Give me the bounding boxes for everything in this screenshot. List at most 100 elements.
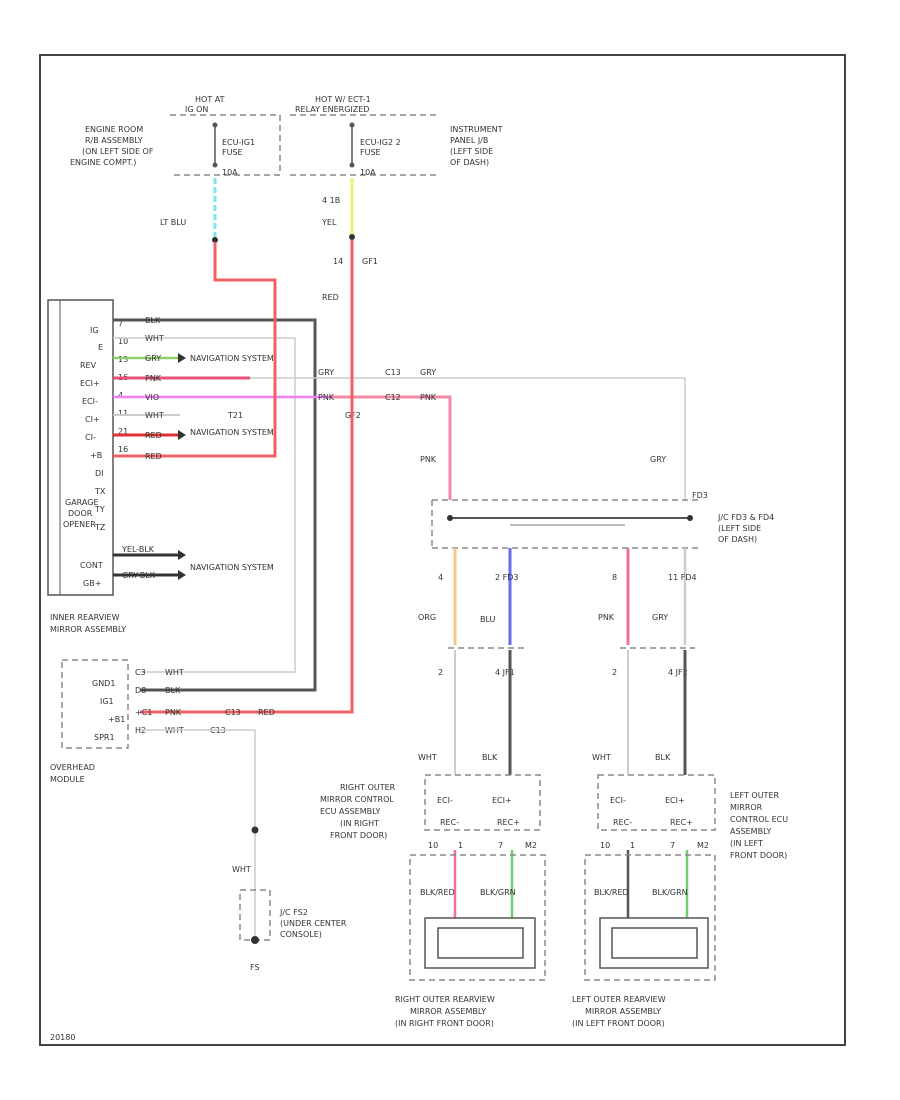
pin-11-fd4-label: 11 FD4 — [668, 573, 697, 582]
pnk-down-label: PNK — [598, 613, 615, 622]
ground-wire-label: WHT — [232, 865, 251, 874]
pnk-wire-right — [330, 395, 452, 500]
pn-7: 16 — [118, 445, 128, 454]
l-mirror-name-0: LEFT OUTER REARVIEW — [572, 995, 666, 1004]
gry-top-label: GRY — [318, 368, 334, 377]
l-ecu-name-0: LEFT OUTER — [730, 791, 779, 800]
pin-di: DI — [95, 469, 104, 478]
diagram-frame — [39, 54, 846, 1046]
l-ecu-name-1: MIRROR — [730, 803, 763, 812]
nav-label-3: NAVIGATION SYSTEM — [190, 563, 274, 572]
l-ecu-name-5: FRONT DOOR) — [730, 851, 787, 860]
l-pin-1: 1 — [630, 841, 635, 850]
red-label: RED — [322, 293, 339, 302]
wc-pnk: PNK — [145, 374, 162, 383]
r-ecu-name-3: (IN RIGHT — [340, 819, 379, 828]
inner-mirror-name-0: INNER REARVIEW — [50, 613, 120, 622]
l-mirror-name-1: MIRROR ASSEMBLY — [585, 1007, 661, 1016]
gry-side-label: GRY — [650, 455, 666, 464]
fuse-box-1: HOT AT IG ON ECU-IG1 FUSE 10A ENGINE ROO… — [70, 95, 281, 177]
pin-rev: REV — [80, 361, 97, 370]
pin-gb-plus: GB+ — [83, 579, 101, 588]
junction-outline — [431, 499, 700, 549]
conn-wire-1: GRY-BLK — [122, 571, 156, 580]
fuse-2-loc-1: PANEL J/B — [450, 136, 488, 145]
l-wire-1: BLK/GRN — [652, 888, 688, 897]
fuse-2-loc-3: OF DASH) — [450, 158, 489, 167]
inner-mirror-assembly: IG E REV ECI+ ECI- CI+ CI- +B DI TX TY T… — [47, 299, 126, 634]
fuse-2-name: ECU-IG2 2 — [360, 138, 401, 147]
gf1-label: GF1 — [362, 257, 378, 266]
junction-label-0: J/C FD3 & FD4 — [717, 513, 774, 522]
r-wire-0: BLK/RED — [420, 888, 455, 897]
l-rec-minus: REC- — [613, 818, 632, 827]
wht-label-r: WHT — [418, 753, 437, 762]
wht-label-l: WHT — [592, 753, 611, 762]
fuse-box-2: HOT W/ ECT-1 RELAY ENERGIZED ECU-IG2 2 F… — [290, 95, 503, 177]
wht-wire-ground — [140, 729, 256, 940]
wc-wht-2: WHT — [145, 411, 164, 420]
left-ecu-outline — [597, 774, 716, 831]
r-pin-7: 7 — [498, 841, 503, 850]
c13-label: C13 — [385, 368, 401, 377]
pnk-top-label-2: PNK — [420, 393, 437, 402]
hot-w-ect-label: HOT W/ ECT-1 — [315, 95, 371, 104]
wc-blk: BLK — [145, 316, 161, 325]
pin-14-label: 14 — [333, 257, 343, 266]
overhead-name-0: OVERHEAD — [50, 763, 95, 772]
pin-4-label: 4 — [438, 573, 443, 582]
wc-red-2: RED — [145, 452, 162, 461]
conn-wire-0: YEL-BLK — [121, 545, 155, 554]
nav-label-2: NAVIGATION SYSTEM — [190, 428, 274, 437]
fuse-1-loc-3: ENGINE COMPT.) — [70, 158, 136, 167]
fuse-1-amp: 10A — [222, 168, 238, 177]
r-pin-10: 10 — [428, 841, 438, 850]
l-wire-0: BLK/RED — [594, 888, 629, 897]
pin-ci-plus: CI+ — [85, 415, 100, 424]
fuse-1-loc-1: R/B ASSEMBLY — [85, 136, 143, 145]
red-wire-overhead — [140, 240, 354, 714]
r-conn: M2 — [525, 841, 537, 850]
r-ecu-name-1: MIRROR CONTROL — [320, 795, 394, 804]
pin-ig: IG — [90, 326, 99, 335]
blk-wire-ig — [113, 318, 317, 692]
org-label: ORG — [418, 613, 436, 622]
fuse-1-name: ECU-IG1 — [222, 138, 255, 147]
oh-wc-2: PNK — [165, 708, 182, 717]
inner-mirror-name-1: MIRROR ASSEMBLY — [50, 625, 126, 634]
t21-label: T21 — [227, 411, 243, 420]
pnk-top-label: PNK — [318, 393, 335, 402]
pin-2a-label: 2 — [438, 668, 443, 677]
gry-top-label-2: GRY — [420, 368, 436, 377]
pn-5: 11 — [118, 409, 128, 418]
r-mirror-outline — [409, 854, 546, 981]
hot-sub-label: IG ON — [185, 105, 208, 114]
oh-pn-2: +C1 — [135, 708, 152, 717]
oh-splice-0: C13 — [225, 708, 241, 717]
r-eci-minus: ECI- — [437, 796, 453, 805]
fuse-2-loc-2: (LEFT SIDE — [450, 147, 493, 156]
pin-4-jf1-label: 4 JF1 — [495, 668, 515, 677]
blu-label: BLU — [480, 615, 496, 624]
fuse-2-loc-0: INSTRUMENT — [450, 125, 503, 134]
left-mirror-assembly: BLK/RED BLK/GRN LEFT OUTER REARVIEW MIRR… — [572, 854, 716, 1028]
pin-4-jf2-label: 4 JF2 — [668, 668, 688, 677]
oh-wc-0: WHT — [165, 668, 184, 677]
l-rec-plus: REC+ — [670, 818, 693, 827]
oh-pn-0: C3 — [135, 668, 146, 677]
junction-label-1: (LEFT SIDE — [718, 524, 761, 533]
pn-2: 13 — [118, 355, 128, 364]
r-eci-plus: ECI+ — [492, 796, 512, 805]
yel-label: YEL — [321, 218, 337, 227]
r-wire-1: BLK/GRN — [480, 888, 516, 897]
oh-pin-gnd1: GND1 — [92, 679, 115, 688]
fuse-2-sub: FUSE — [360, 148, 381, 157]
fuse-1-loc-2: (ON LEFT SIDE OF — [82, 147, 154, 156]
red-wire-b — [113, 242, 277, 458]
blk-label-l: BLK — [655, 753, 671, 762]
relay-energized-label: RELAY ENERGIZED — [295, 105, 369, 114]
r-rec-plus: REC+ — [497, 818, 520, 827]
garage-label-0: GARAGE — [65, 498, 99, 507]
junction-label-2: OF DASH) — [718, 535, 757, 544]
r-ecu-name-2: ECU ASSEMBLY — [320, 807, 381, 816]
